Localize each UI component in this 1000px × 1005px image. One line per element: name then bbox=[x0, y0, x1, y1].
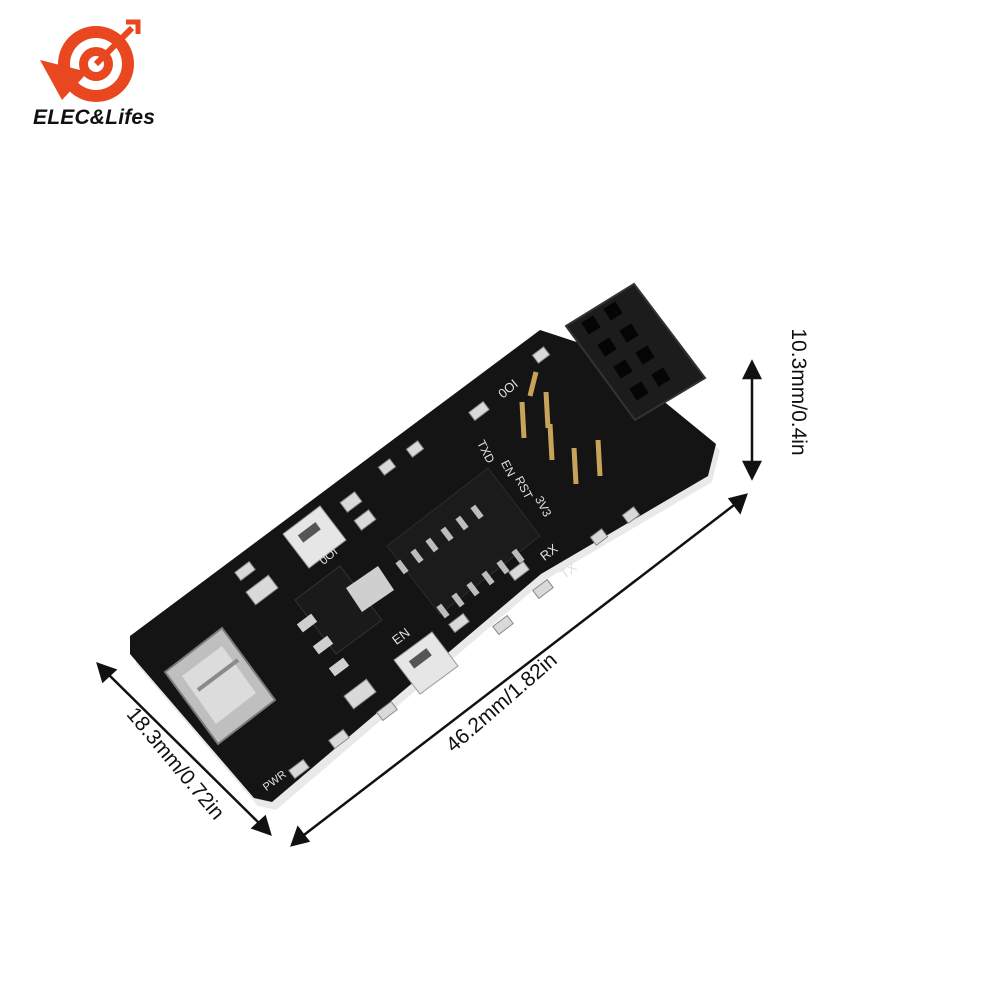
male-pin-header bbox=[519, 371, 603, 485]
width-arrow-line bbox=[105, 671, 263, 827]
label-en: EN bbox=[498, 458, 518, 479]
dimension-arrows bbox=[96, 359, 763, 847]
female-header bbox=[564, 282, 707, 422]
brand-logo bbox=[40, 19, 141, 102]
length-arrow-head-left bbox=[290, 825, 311, 847]
length-arrow-line bbox=[299, 501, 739, 839]
height-arrow-head-bottom bbox=[741, 460, 763, 481]
width-arrow-head-bottom bbox=[250, 814, 272, 836]
en-button bbox=[393, 631, 459, 695]
height-arrow-head-top bbox=[741, 359, 763, 380]
brand-name: ELEC&Lifes bbox=[33, 106, 156, 129]
smd-components bbox=[234, 346, 641, 780]
width-arrow-head-top bbox=[96, 662, 118, 684]
voltage-regulator bbox=[294, 565, 394, 677]
usb-serial-chip bbox=[386, 467, 541, 619]
length-arrow-head-right bbox=[727, 493, 748, 515]
usb-c-connector bbox=[163, 626, 277, 746]
io0-button bbox=[282, 505, 347, 569]
height-dimension-label: 10.3mm/0.4in bbox=[787, 328, 810, 456]
pcb-board: IO0 TXD EN RST 3V3 RX TX IO0 EN PWR bbox=[130, 282, 720, 810]
